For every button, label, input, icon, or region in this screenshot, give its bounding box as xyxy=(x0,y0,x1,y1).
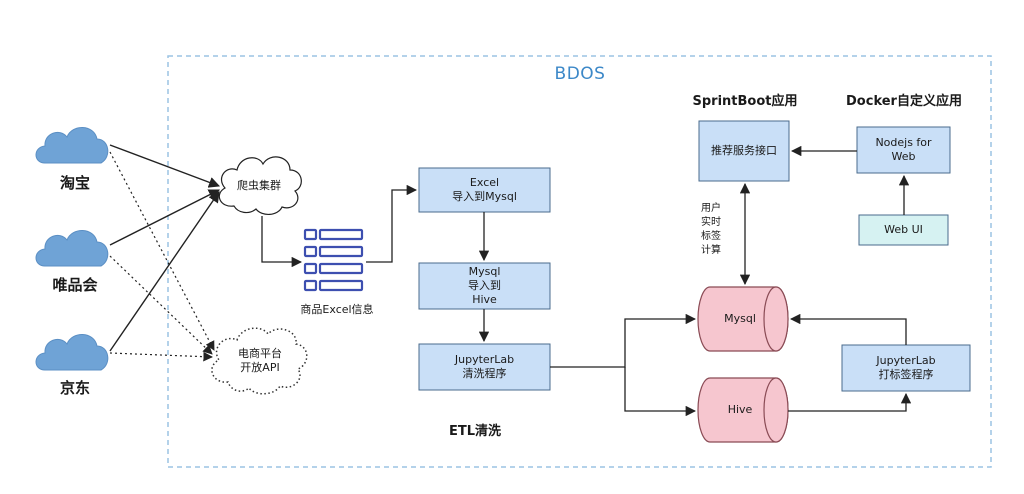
crawler-label: 爬虫集群 xyxy=(237,179,281,192)
excel-import-box xyxy=(418,167,551,213)
webui-label: Web UI xyxy=(884,223,923,236)
excel-info-label: 商品Excel信息 xyxy=(300,303,374,316)
hive-cylinder xyxy=(697,377,789,443)
crawler-to-excel-edge xyxy=(261,216,303,268)
mysql-cylinder xyxy=(697,286,789,352)
jupyter-tag-label: JupyterLab 打标签程序 xyxy=(876,354,936,381)
taobao-to-crawler-edge xyxy=(109,144,221,188)
vip-to-api-edge xyxy=(109,255,213,355)
docker-title: Docker自定义应用 xyxy=(846,94,962,109)
hive-to-tag-edge xyxy=(788,392,912,412)
mysql-label: Mysql xyxy=(724,312,756,325)
excel-import-label: Excel 导入到Mysql xyxy=(452,176,517,203)
recommend-service-label: 推荐服务接口 xyxy=(711,144,777,157)
excel-to-import-edge xyxy=(366,184,418,263)
jupyter-clean-label: JupyterLab 清洗程序 xyxy=(454,353,515,380)
recommend-service-box xyxy=(698,120,790,182)
jd-to-crawler-edge xyxy=(109,191,220,352)
vip-to-crawler-edge xyxy=(109,189,220,246)
mysql-to-hive-label: Mysql 导入到 Hive xyxy=(468,265,501,306)
source-label-vip: 唯品会 xyxy=(52,276,98,294)
nodejs-label: Nodejs for Web xyxy=(875,136,932,163)
platform-api-label: 电商平台 开放API xyxy=(238,347,282,374)
hive-label: Hive xyxy=(727,403,753,416)
bdos-title: BDOS xyxy=(554,64,606,84)
tag-to-mysql-edge xyxy=(789,313,907,345)
taobao-cloud-icon xyxy=(35,127,109,164)
crawler-cloud-shape xyxy=(218,156,302,215)
taobao-to-api-edge xyxy=(109,151,215,351)
source-label-jd: 京东 xyxy=(59,379,90,397)
vip-cloud-icon xyxy=(35,230,109,267)
excel-list-icon xyxy=(303,228,364,292)
source-label-taobao: 淘宝 xyxy=(59,174,90,192)
platform-api-cloud-shape xyxy=(211,327,308,395)
etl-title: ETL清洗 xyxy=(448,424,502,439)
clean-to-hive-edge xyxy=(624,367,697,417)
bdos-container xyxy=(167,55,992,468)
jd-to-api-edge xyxy=(109,351,213,362)
nodejs-box xyxy=(856,126,951,174)
jupyter-tag-box xyxy=(841,344,971,392)
webui-box xyxy=(858,214,949,246)
mysql-to-hive-box xyxy=(418,262,551,310)
jd-cloud-icon xyxy=(35,334,109,371)
clean-to-storage-edge xyxy=(550,313,697,368)
springboot-title: SprintBoot应用 xyxy=(692,94,798,109)
realtime-tag-label: 用户 实时 标签 计算 xyxy=(701,203,721,256)
